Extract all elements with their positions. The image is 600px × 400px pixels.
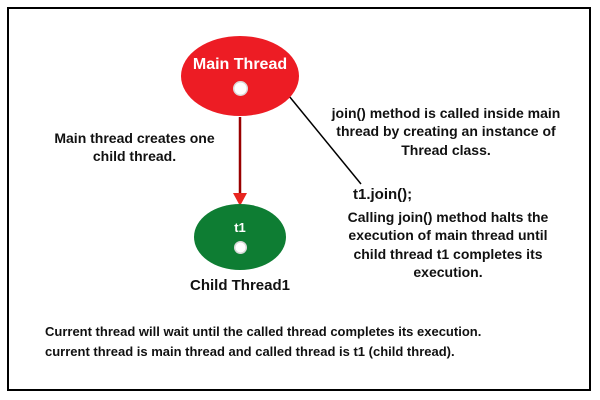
left-note-line: Main thread creates one [54,130,215,146]
right-note-line: join() method is called inside main [331,105,561,121]
diagram-border [7,7,591,391]
left-note: Main thread creates one child thread. [42,129,227,166]
right-note-line: Thread class. [401,141,491,158]
bottom-summary-line: current thread is main thread and called… [45,344,455,360]
join-detail-note: Calling join() method halts the executio… [328,208,568,282]
join-detail-line: Calling join() method halts the [347,209,549,225]
join-detail-line: child thread t1 completes its [353,245,543,262]
thread-dot-icon [232,81,248,96]
thread-dot-icon [233,241,247,254]
bottom-summary: Current thread will wait until the calle… [45,322,585,362]
join-detail-line: execution. [413,264,483,281]
main-thread-node: Main Thread [181,36,299,116]
left-note-line: child thread. [92,148,177,165]
child-thread-caption: Child Thread1 [189,277,290,294]
child-thread-label: t1 [234,220,246,235]
child-thread-node: t1 [194,204,286,270]
join-code-label: t1.join(); [353,186,413,203]
right-note: join() method is called inside main thre… [320,104,572,159]
main-thread-label: Main Thread [192,56,288,73]
join-detail-line: execution of main thread until [348,227,548,244]
right-note-line: thread by creating an instance of [336,123,556,140]
bottom-summary-line: Current thread will wait until the calle… [45,324,482,339]
